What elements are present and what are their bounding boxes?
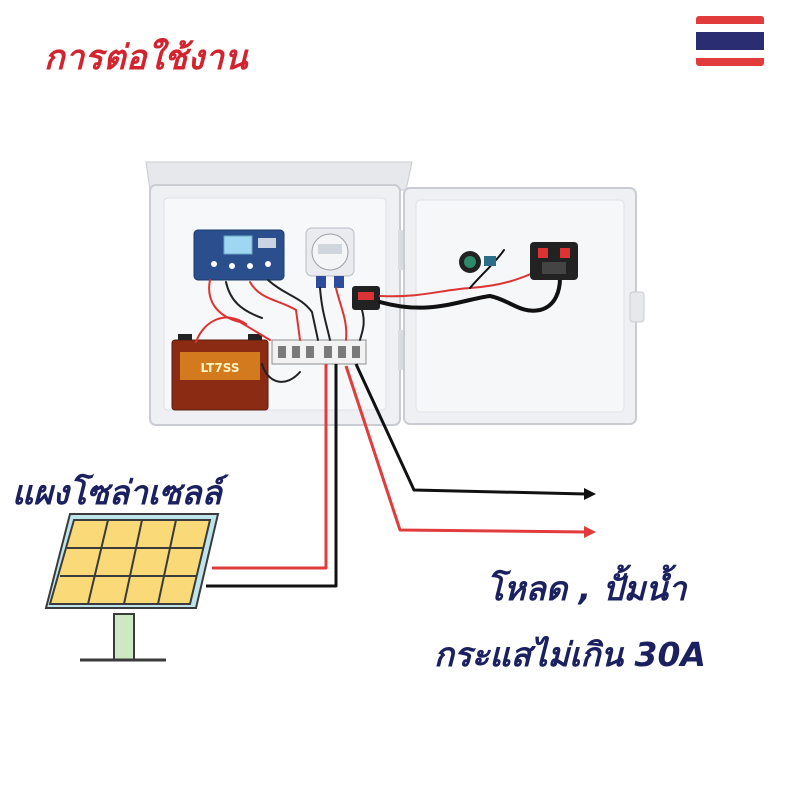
solar-panel-label: แผงโซล่าเซลล์ bbox=[12, 473, 222, 512]
page-title: การต่อใช้งาน bbox=[44, 38, 249, 78]
terminal-block bbox=[271, 339, 367, 365]
solar-panel-icon bbox=[44, 513, 220, 662]
timer-switch bbox=[305, 227, 355, 288]
battery-label: LT7SS bbox=[201, 361, 240, 375]
load-current-label: กระแสไม่เกิน 30A bbox=[434, 635, 706, 674]
door-switch bbox=[459, 251, 496, 273]
load-wires bbox=[344, 363, 596, 538]
solar-wires bbox=[206, 364, 338, 588]
battery: LT7SS bbox=[171, 334, 269, 411]
door-socket bbox=[530, 242, 578, 280]
relay bbox=[352, 286, 380, 310]
load-label: โหลด , ปั้มน้ำ bbox=[486, 569, 687, 608]
charge-controller bbox=[193, 229, 285, 281]
internal-wires bbox=[195, 249, 562, 383]
thai-flag-icon bbox=[696, 16, 764, 66]
